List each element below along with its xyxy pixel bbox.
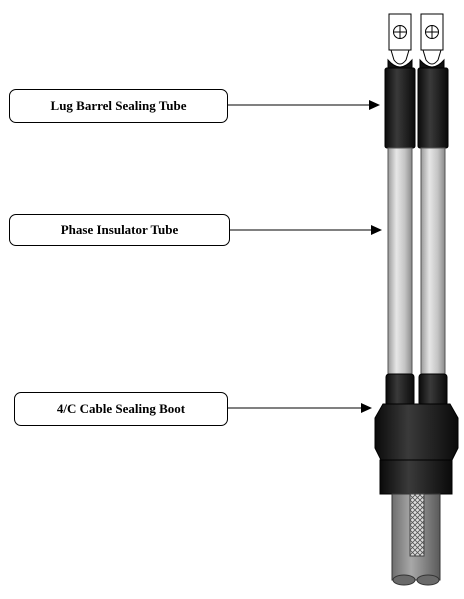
arrow-cable-boot	[228, 403, 372, 413]
cable-jacket	[391, 493, 441, 586]
phase-insulator-tube-right	[420, 147, 446, 375]
cable-sealing-boot	[374, 403, 459, 495]
lug-barrel-sealing-tube-left	[384, 67, 416, 149]
arrow-phase-insulator	[230, 225, 382, 235]
label-phase-insulator-text: Phase Insulator Tube	[60, 222, 179, 237]
phase-insulator-tube-left	[387, 147, 413, 375]
label-cable-boot-text: 4/C Cable Sealing Boot	[56, 401, 186, 416]
boot-finger-left	[385, 373, 415, 407]
lug-barrel-sealing-tube-right	[417, 67, 449, 149]
label-lug-barrel-text: Lug Barrel Sealing Tube	[50, 98, 187, 113]
label-lug-barrel-sealing-tube: Lug Barrel Sealing Tube	[9, 89, 228, 123]
lug-terminal-left	[387, 13, 413, 73]
cable-braid-shield	[409, 493, 425, 557]
arrow-lug-barrel	[228, 100, 380, 110]
lug-terminal-right	[419, 13, 445, 73]
boot-finger-right	[418, 373, 448, 407]
label-phase-insulator-tube: Phase Insulator Tube	[9, 214, 230, 246]
label-cable-sealing-boot: 4/C Cable Sealing Boot	[14, 392, 228, 426]
